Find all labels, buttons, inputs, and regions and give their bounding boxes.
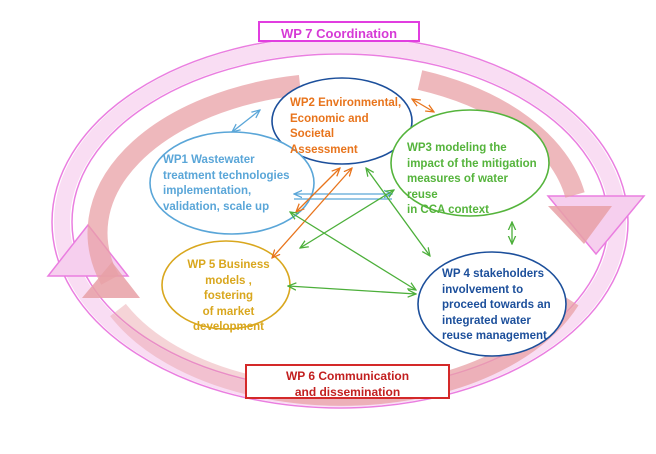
wp5-line: of market	[202, 305, 255, 318]
wp3-node-text: WP3 modeling the impact of the mitigatio…	[407, 141, 537, 219]
wp2-node-text: WP2 Environmental, Economic and Societal…	[290, 96, 402, 158]
arrow-wp1-wp4	[290, 212, 416, 290]
wp4-line: reuse management	[442, 330, 547, 342]
arrow-wp5-wp3	[300, 190, 394, 248]
wp1-line: validation, scale up	[163, 200, 270, 213]
wp5-line: models , fostering	[203, 274, 254, 303]
arrow-wp2-wp3	[412, 99, 434, 112]
wp5-line: development	[193, 321, 264, 333]
wp7-coordination-label: WP 7 Coordination	[258, 21, 420, 42]
wp2-line: Economic and	[290, 112, 369, 125]
arrow-wp5-wp4	[288, 286, 416, 294]
wp6-communication-label: WP 6 Communication and dissemination	[245, 364, 450, 399]
cycle-arrowhead-right	[548, 206, 612, 244]
wp3-line: in CCA context	[407, 204, 489, 216]
wp1-line: treatment technologies	[163, 169, 290, 182]
wp1-line: implementation,	[163, 185, 252, 197]
wp4-ellipse	[417, 251, 567, 357]
wp4-line: WP 4 stakeholders	[442, 268, 545, 280]
arrow-wp1-wp2	[232, 110, 260, 132]
wp4-line: integrated water	[442, 314, 531, 327]
wp6-line1: WP 6 Communication	[285, 369, 410, 383]
wp2-line: WP2 Environmental,	[290, 97, 402, 109]
wp3-line: WP3 modeling the	[407, 142, 507, 154]
wp5-node-text: WP 5 Business models , fostering of mark…	[181, 258, 276, 336]
wp1-line: WP1 Wastewater	[163, 154, 255, 166]
wp2-ellipse	[271, 77, 413, 165]
caption-fragment	[270, 0, 390, 6]
cycle-arrowhead-left	[82, 262, 140, 298]
wp3-line: impact of the mitigation	[407, 157, 537, 170]
wp2-line: Societal Assessment	[290, 128, 358, 156]
wp6-line2: and dissemination	[294, 385, 401, 399]
connection-arrows	[232, 99, 512, 294]
wp5-line: WP 5 Business	[187, 259, 270, 271]
wp1-node-text: WP1 Wastewater treatment technologies im…	[163, 153, 293, 215]
wp4-line: involvement to	[442, 283, 524, 296]
wp4-line: proceed towards an	[442, 299, 551, 311]
wp3-line: measures of water reuse	[407, 173, 508, 201]
wp4-node-text: WP 4 stakeholders involvement to proceed…	[442, 267, 560, 345]
